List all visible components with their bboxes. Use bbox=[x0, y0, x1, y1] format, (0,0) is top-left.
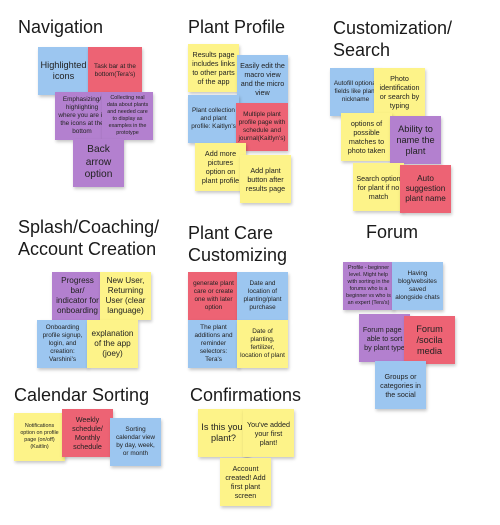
sticky-note[interactable]: New User, Returning User (clear language… bbox=[100, 272, 151, 320]
sticky-note[interactable]: You've added your first plant! bbox=[243, 409, 294, 457]
sticky-note[interactable]: Having blog/websites saved alongside cha… bbox=[392, 262, 443, 310]
sticky-note[interactable]: Back arrow option bbox=[73, 139, 124, 187]
sticky-note[interactable]: Highlighted icons bbox=[38, 47, 89, 95]
sticky-note[interactable]: Easily edit the macro view and the micro… bbox=[237, 55, 288, 103]
sticky-note[interactable]: Ability to name the plant bbox=[390, 116, 441, 164]
sticky-note[interactable]: Autofill optional fields like plant nick… bbox=[330, 68, 381, 116]
sticky-note[interactable]: explanation of the app (joey) bbox=[87, 320, 138, 368]
sticky-note[interactable]: Account created! Add first plant screen bbox=[220, 458, 271, 506]
sticky-note[interactable]: Profile - beginner level. Might help wit… bbox=[343, 262, 394, 310]
sticky-note[interactable]: Groups or categories in the social bbox=[375, 361, 426, 409]
sticky-note[interactable]: Weekly schedule/ Monthly schedule bbox=[62, 409, 113, 457]
group-title-plant-profile: Plant Profile bbox=[188, 17, 286, 37]
group-title-customization-search: Customization/ Search bbox=[333, 18, 453, 60]
sticky-note[interactable]: Add plant button after results page bbox=[240, 155, 291, 203]
sticky-note[interactable]: Progress bar/ indicator for onboarding bbox=[52, 272, 103, 320]
sticky-note[interactable]: Auto suggestion plant name bbox=[400, 165, 451, 213]
group-title-forum: Forum bbox=[366, 222, 419, 242]
sticky-note[interactable]: Add more pictures option on plant profil… bbox=[195, 143, 246, 191]
sticky-note[interactable]: Collecting real data about plants and ne… bbox=[102, 92, 153, 140]
sticky-note[interactable]: The plant additions and reminder selecto… bbox=[188, 320, 239, 368]
group-title-calendar-sorting: Calendar Sorting bbox=[14, 385, 150, 405]
sticky-note[interactable]: Plant collection and plant profile: Kait… bbox=[188, 95, 239, 143]
sticky-note[interactable]: options of possible matches to photo tak… bbox=[341, 113, 392, 161]
sticky-note[interactable]: Date of planting, fertilizer, location o… bbox=[237, 320, 288, 368]
sticky-note[interactable]: Task bar at the bottom(Tera's) bbox=[88, 47, 142, 95]
group-title-navigation: Navigation bbox=[18, 17, 104, 37]
sticky-note[interactable]: Date and location of planting/plant purc… bbox=[237, 272, 288, 320]
sticky-note[interactable]: Notifications option on profile page (on… bbox=[14, 413, 65, 461]
sticky-note[interactable]: Photo identification or search by typing bbox=[374, 68, 425, 116]
sticky-note[interactable]: Sorting calendar view by day, week, or m… bbox=[110, 418, 161, 466]
sticky-note[interactable]: Emphasizing/ highlighting where you are … bbox=[55, 92, 109, 140]
sticky-note[interactable]: Search option for plant if no match bbox=[353, 163, 404, 211]
sticky-note[interactable]: generate plant care or create one with l… bbox=[188, 272, 239, 320]
group-title-splash-coaching-account-creation: Splash/Coaching/ Account Creation bbox=[18, 217, 160, 259]
sticky-note[interactable]: Onboarding profile signup, login, and cr… bbox=[37, 320, 88, 368]
group-title-confirmations: Confirmations bbox=[190, 385, 302, 405]
sticky-note[interactable]: Results page includes links to other par… bbox=[188, 44, 239, 92]
sticky-note[interactable]: Is this your plant? bbox=[198, 409, 249, 457]
sticky-note[interactable]: Forum /socila media bbox=[404, 316, 455, 364]
sticky-note[interactable]: Forum page - able to sort by plant type bbox=[359, 314, 410, 362]
group-title-plant-care-customizing: Plant Care Customizing bbox=[188, 223, 288, 265]
